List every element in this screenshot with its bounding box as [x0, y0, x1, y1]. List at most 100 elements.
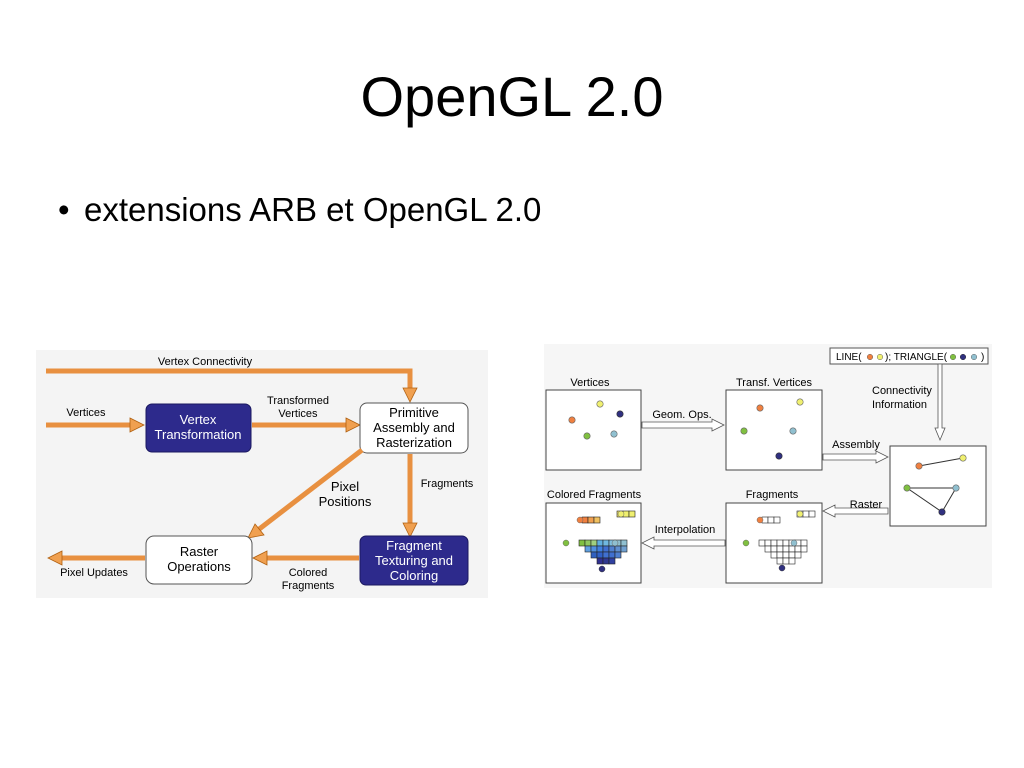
fragment-cell [782, 557, 790, 565]
vertices-label: Vertices [66, 407, 106, 419]
fragment-cell [596, 545, 604, 553]
fragment-texturing-box [359, 535, 469, 586]
connectivity-arrow [934, 363, 946, 442]
fragment-cell [614, 551, 622, 559]
fragment-cell [788, 545, 796, 553]
connectivity-label-2: Information [872, 399, 927, 411]
assembly-arrow [822, 450, 889, 464]
cf-dot-orange [576, 516, 584, 524]
legend-dot-lightblue [970, 353, 978, 361]
vertices-box [545, 389, 642, 471]
transformed-vertices-arrowhead [345, 417, 361, 433]
fragments-label: Fragments [421, 478, 474, 490]
fragment-cell [614, 545, 622, 553]
pixel-positions-arrow [256, 448, 364, 532]
prim-dot-navy [938, 508, 946, 516]
tv-dot-lightblue [789, 427, 797, 435]
fragment-cell [608, 545, 616, 553]
fragment-cell [596, 539, 604, 547]
vertex-connectivity-arrow [46, 368, 413, 393]
fragment-cell [590, 551, 598, 559]
fragment-cell [782, 545, 790, 553]
fragment-cell [770, 545, 778, 553]
vertices-arrowhead [129, 417, 145, 433]
fragment-cell [593, 516, 601, 524]
frag-dot-navy [778, 564, 786, 572]
vertex-dot-yellow [596, 400, 604, 408]
legend-dot-green [949, 353, 957, 361]
cf-dot-navy [598, 565, 606, 573]
interpolation-label: Interpolation [655, 524, 716, 536]
fragment-label-2: Texturing and [375, 553, 453, 568]
primitive-assembly-box [359, 402, 469, 454]
fragment-cell [782, 551, 790, 559]
pixel-positions-arrowhead [247, 523, 265, 539]
transformed-vertices-label-1: Transformed [267, 395, 329, 407]
fragments-arrowhead [402, 522, 418, 538]
vertex-dot-orange [568, 416, 576, 424]
prim-dot-yellow [959, 454, 967, 462]
slide-title: OpenGL 2.0 [360, 65, 664, 128]
frag-dot-yellow [796, 510, 804, 518]
colored-fragments-arrowhead [252, 550, 268, 566]
tv-dot-orange [756, 404, 764, 412]
bullet-symbol: • [58, 191, 70, 228]
fragment-cell [602, 557, 610, 565]
fragment-cell [596, 551, 604, 559]
fragment-cell [800, 545, 808, 553]
vertex-connectivity-label: Vertex Connectivity [158, 356, 253, 368]
raster-arrow [822, 504, 889, 518]
legend-dot-yellow [876, 353, 884, 361]
fragment-cell [608, 551, 616, 559]
prim-dot-orange [915, 462, 923, 470]
fragment-cell [578, 539, 586, 547]
pixel-updates-arrowhead [47, 550, 63, 566]
vertex-dot-lightblue [610, 430, 618, 438]
frag-dot-lightblue [790, 539, 798, 547]
fragment-cell [788, 557, 796, 565]
legend-dot-orange [866, 353, 874, 361]
geom-ops-label: Geom. Ops. [652, 409, 711, 421]
fragment-cell [584, 545, 592, 553]
fragment-cell [587, 516, 595, 524]
fragment-cell [767, 516, 775, 524]
transf-vertices-box-label: Transf. Vertices [736, 377, 813, 389]
fragment-cell [800, 539, 808, 547]
legend-line-prefix: LINE( [836, 352, 862, 363]
fragment-cell [773, 516, 781, 524]
prim-dot-green [903, 484, 911, 492]
fragment-label-3: Coloring [390, 568, 438, 583]
vertex-transformation-label-2: Transformation [155, 427, 242, 442]
fragment-cell [590, 545, 598, 553]
raster-ops-label-1: Raster [180, 544, 219, 559]
raster-operations-box [145, 535, 253, 585]
triangle-primitive [905, 487, 957, 513]
line-primitive [918, 457, 964, 467]
transf-vertices-box [725, 389, 823, 471]
vertex-transformation-box [145, 403, 252, 453]
fragment-cell [776, 545, 784, 553]
fragment-cell [608, 557, 616, 565]
fragment-cell [770, 539, 778, 547]
bullet-text: extensions ARB et OpenGL 2.0 [84, 191, 542, 228]
vertices-box-label: Vertices [570, 377, 610, 389]
fragment-cell [776, 557, 784, 565]
raster-label: Raster [850, 499, 883, 511]
pixel-positions-label-2: Positions [319, 494, 372, 509]
fragment-cell [602, 551, 610, 559]
geom-ops-arrow [641, 418, 725, 432]
legend-mid: ); TRIANGLE( [885, 352, 948, 363]
vertex-transformation-label-1: Vertex [180, 412, 217, 427]
fragment-cell [802, 510, 810, 518]
fragment-cell [770, 551, 778, 559]
fragment-cell [776, 551, 784, 559]
frag-dot-green [742, 539, 750, 547]
fragment-cell [782, 539, 790, 547]
cf-dot-lightblue [611, 539, 619, 547]
tv-dot-green [740, 427, 748, 435]
colored-fragments-label-1: Colored [289, 567, 328, 579]
frag-dot-orange [756, 516, 764, 524]
assembly-label: Assembly [832, 439, 880, 451]
interpolation-arrow [641, 536, 726, 550]
